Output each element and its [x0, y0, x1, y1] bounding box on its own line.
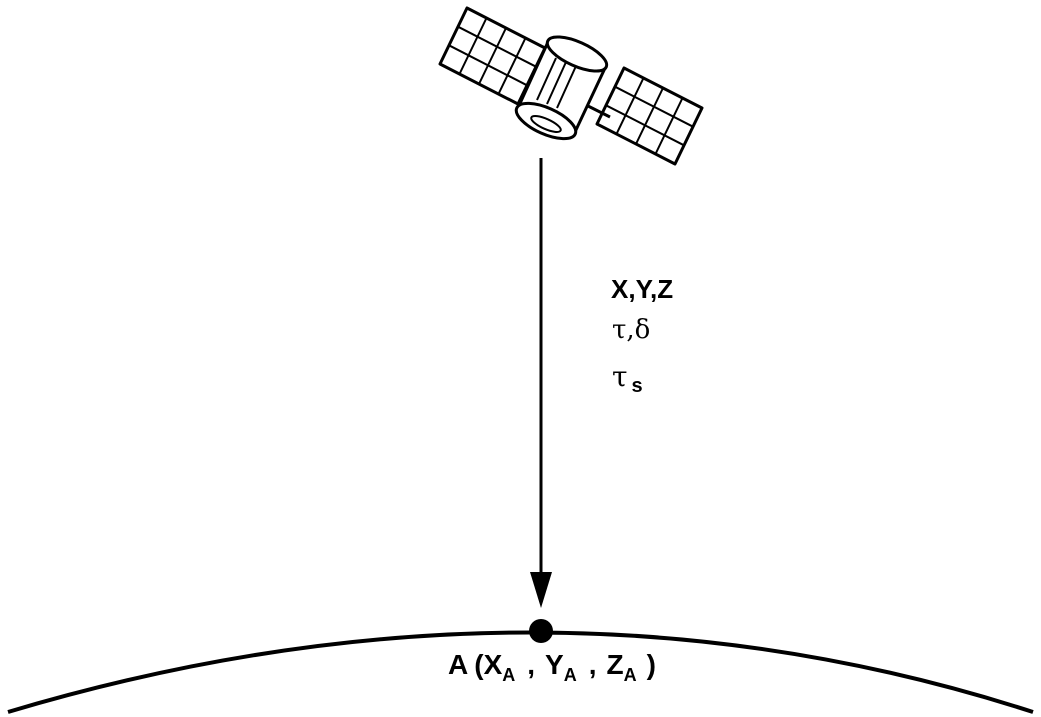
satellite-body: [514, 35, 609, 141]
satellite-coordinates-label: X,Y,Z: [611, 274, 673, 304]
point-x-sub: A: [502, 665, 515, 685]
point-x: X: [484, 649, 503, 680]
point-close-paren: ): [647, 649, 656, 680]
point-z-sub: A: [624, 665, 637, 685]
point-open-paren: (: [474, 649, 484, 680]
tau-s-subscript: s: [632, 375, 643, 397]
left-solar-panel: [438, 6, 551, 106]
tau-symbol: τ: [612, 315, 626, 345]
earth-surface: [7, 630, 1034, 714]
delta-symbol: δ: [635, 315, 651, 345]
point-y-sub: A: [564, 665, 577, 685]
point-z: Z: [607, 649, 624, 680]
tau-s-symbol: τ: [612, 360, 628, 393]
point-sep-1: ,: [527, 649, 535, 680]
point-a-label: A(XA,YA,ZA): [448, 649, 656, 685]
satellite-icon: [438, 6, 704, 166]
point-name: A: [448, 649, 468, 680]
point-marker: [529, 619, 553, 643]
point-y: Y: [545, 649, 564, 680]
point-sep-2: ,: [589, 649, 597, 680]
tau-delta-label: τ,δ: [612, 315, 650, 345]
arrow-down-icon: [530, 572, 552, 608]
signal-arrow: [530, 158, 552, 608]
right-solar-panel: [587, 66, 704, 166]
tau-delta-separator: ,: [626, 315, 634, 345]
